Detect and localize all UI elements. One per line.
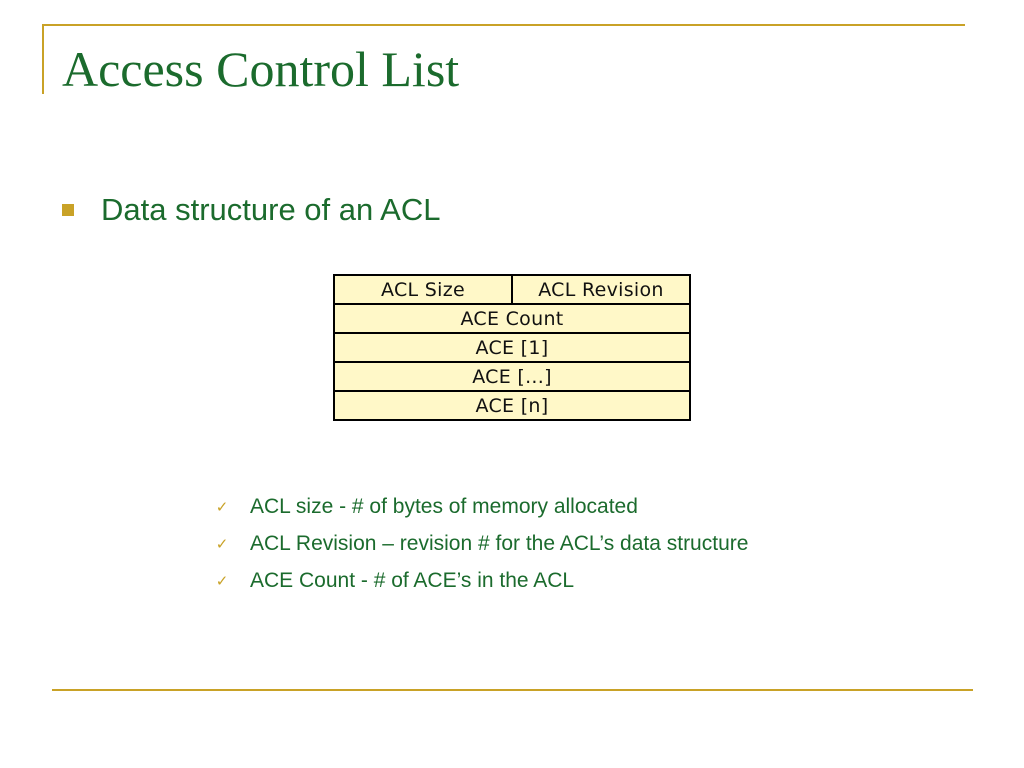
main-bullet-item: Data structure of an ACL [62,192,440,228]
footer-line [52,689,973,691]
sub-point-text: ACL size - # of bytes of memory allocate… [250,494,638,518]
ace-n-cell: ACE [n] [333,390,691,421]
square-bullet-icon [62,204,74,216]
slide-title: Access Control List [62,41,460,97]
table-row: ACE [1] [333,332,691,363]
table-row: ACE Count [333,303,691,334]
check-icon: ✓ [215,498,229,516]
list-item: ✓ ACL Revision – revision # for the ACL’… [212,525,749,562]
title-frame-top-line [42,24,965,26]
main-bullet-text: Data structure of an ACL [101,192,441,227]
check-icon: ✓ [215,535,229,553]
acl-revision-cell: ACL Revision [511,274,691,305]
check-icon: ✓ [215,572,229,590]
table-row: ACE [n] [333,390,691,421]
list-item: ✓ ACE Count - # of ACE’s in the ACL [212,562,748,599]
list-item: ✓ ACL size - # of bytes of memory alloca… [212,488,748,525]
table-row: ACE [...] [333,361,691,392]
table-row: ACL Size ACL Revision [333,274,691,305]
sub-point-text: ACL Revision – revision # for the ACL’s … [250,531,749,555]
acl-size-cell: ACL Size [333,274,513,305]
sub-bullet-list: ✓ ACL size - # of bytes of memory alloca… [212,488,749,599]
ace-ellipsis-cell: ACE [...] [333,361,691,392]
ace-1-cell: ACE [1] [333,332,691,363]
acl-structure-table: ACL Size ACL Revision ACE Count ACE [1] … [333,274,691,421]
sub-point-text: ACE Count - # of ACE’s in the ACL [250,568,575,592]
ace-count-cell: ACE Count [333,303,691,334]
title-frame-vertical-line [42,24,44,94]
